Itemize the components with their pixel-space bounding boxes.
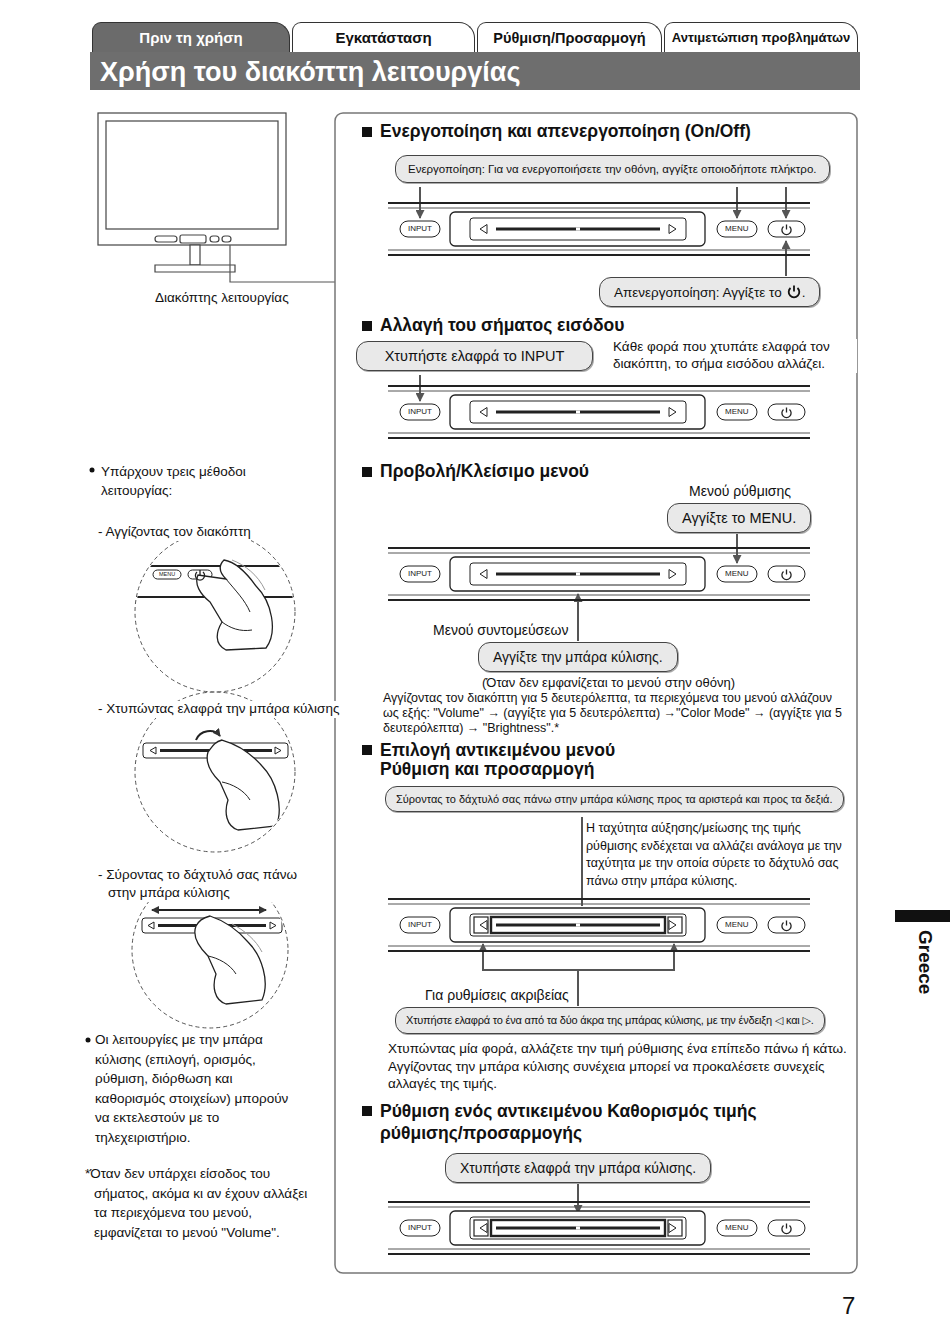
note-text: - Αγγίζοντας τον διακόπτη xyxy=(98,524,251,541)
box-heading: Μενού συντομεύσεων xyxy=(431,622,570,638)
box-text: Απενεργοποίηση: Αγγίξτε το xyxy=(614,285,782,300)
button-label: MENU xyxy=(725,225,749,233)
button-label: INPUT xyxy=(408,570,432,578)
callout-box: Απενεργοποίηση: Αγγίξτε το. xyxy=(599,277,820,307)
nav-tab: Ρύθμιση/Προσαρμογή xyxy=(477,22,662,52)
section-heading: Προβολή/Κλείσιμο μενού xyxy=(380,461,589,483)
box-text: Χτυπήστε ελαφρά το INPUT xyxy=(385,348,565,364)
leader-line xyxy=(230,245,335,282)
box-text: Χτυπήστε ελαφρά την μπάρα κύλισης. xyxy=(460,1160,696,1176)
note-text: Διακόπτης λειτουργίας xyxy=(155,290,289,307)
section-heading: Ενεργοποίηση και απενεργοποίηση (On/Off) xyxy=(380,121,751,143)
heading-squares xyxy=(362,127,372,1116)
touch-illustration xyxy=(130,532,300,692)
callout-box: Μενού ρύθμισηςΑγγίξτε το MENU. xyxy=(667,503,811,533)
callout-box: Ενεργοποίηση: Για να ενεργοποιήσετε την … xyxy=(395,155,830,183)
box-text: Αγγίξτε την μπάρα κύλισης. xyxy=(493,649,663,665)
button-label: MENU xyxy=(159,572,175,578)
touch-switch-panel xyxy=(388,1202,810,1254)
box-text: Ενεργοποίηση: Για να ενεργοποιήσετε την … xyxy=(408,163,817,175)
button-label: INPUT xyxy=(408,921,432,929)
note-text: *Όταν δεν υπάρχει είσοδος του σήματος, α… xyxy=(85,1164,323,1242)
button-label: INPUT xyxy=(408,1224,432,1232)
box-text: Ρύθμιση/Προσαρμογή xyxy=(493,30,645,46)
touch-switch-panel xyxy=(388,386,810,438)
button-label: MENU xyxy=(725,408,749,416)
content-frame xyxy=(335,113,857,1273)
section-heading: Αλλαγή του σήματος εισόδου xyxy=(380,315,624,337)
note-text: Κάθε φορά που χτυπάτε ελαφρά τον διακόπτ… xyxy=(613,339,857,373)
country-tab xyxy=(895,910,950,922)
note-text: - Χτυπώντας ελαφρά την μπάρα κύλισης xyxy=(98,701,339,718)
callout-box: Μενού συντομεύσεωνΑγγίξτε την μπάρα κύλι… xyxy=(478,642,678,672)
box-text: Σύροντας το δάχτυλό σας πάνω στην μπάρα … xyxy=(396,793,833,805)
note-text: Η ταχύτητα αύξησης/μείωσης της τιμής ρύθ… xyxy=(586,820,848,890)
button-label: MENU xyxy=(725,570,749,578)
callout-box: Χτυπήστε ελαφρά την μπάρα κύλισης. xyxy=(445,1153,711,1183)
touch-switch-panel xyxy=(388,203,810,255)
button-label: INPUT xyxy=(408,408,432,416)
bullet xyxy=(90,468,95,473)
power-icon xyxy=(786,284,802,299)
page-title: Χρήση του διακόπτη λειτουργίας xyxy=(100,56,520,90)
callout-box: Χτυπήστε ελαφρά το INPUT xyxy=(356,341,593,371)
section-heading: Επιλογή αντικειμένου μενού Ρύθμιση και π… xyxy=(380,741,645,779)
nav-tab: Εγκατάσταση xyxy=(292,22,475,52)
box-text: Αγγίξτε το MENU. xyxy=(682,510,796,526)
note-text: Αγγίζοντας τον διακόπτη για 5 δευτερόλεπ… xyxy=(383,691,851,736)
touch-switch-panel xyxy=(388,548,810,600)
box-text: Αντιμετώπιση προβλημάτων xyxy=(672,30,850,45)
nav-tab: Πριν τη χρήση xyxy=(92,22,290,52)
callout-box: Σύροντας το δάχτυλό σας πάνω στην μπάρα … xyxy=(385,786,844,812)
callout-box: Για ρυθμίσεις ακριβείαςΧτυπήστε ελαφρά τ… xyxy=(395,1007,825,1034)
touch-switch-panel xyxy=(388,899,810,951)
bullet xyxy=(86,1038,91,1043)
box-text: Πριν τη χρήση xyxy=(139,29,242,46)
nav-tab: Αντιμετώπιση προβλημάτων xyxy=(664,22,858,52)
note-text: Οι λειτουργίες με την μπάρα κύλισης (επι… xyxy=(95,1030,300,1147)
box-text: Εγκατάσταση xyxy=(335,29,431,46)
box-text: Χτυπήστε ελαφρά το ένα από τα δύο άκρα τ… xyxy=(406,1014,814,1026)
button-label: MENU xyxy=(725,921,749,929)
button-label: INPUT xyxy=(408,225,432,233)
section-heading: Greece xyxy=(914,930,936,994)
note-text: Χτυπώντας μία φορά, αλλάζετε την τιμή ρύ… xyxy=(388,1040,848,1093)
box-heading: Για ρυθμίσεις ακριβείας xyxy=(423,987,571,1003)
power-icon xyxy=(195,570,204,580)
note-text: (Όταν δεν εμφανίζεται το μενού στην οθόν… xyxy=(482,675,735,691)
title-band xyxy=(90,52,860,90)
note-text: 7 xyxy=(842,1291,855,1321)
note-text: - Σύροντας το δάχτυλό σας πάνω στην μπάρ… xyxy=(98,866,328,902)
note-text: Υπάρχουν τρεις μέθοδοι λειτουργίας: xyxy=(101,462,291,500)
box-text: . xyxy=(802,285,806,300)
monitor-figure xyxy=(98,113,286,272)
section-heading: Ρύθμιση ενός αντικειμένου Καθορισμός τιμ… xyxy=(380,1100,800,1144)
button-label: MENU xyxy=(725,1224,749,1232)
box-heading: Μενού ρύθμισης xyxy=(687,483,793,499)
